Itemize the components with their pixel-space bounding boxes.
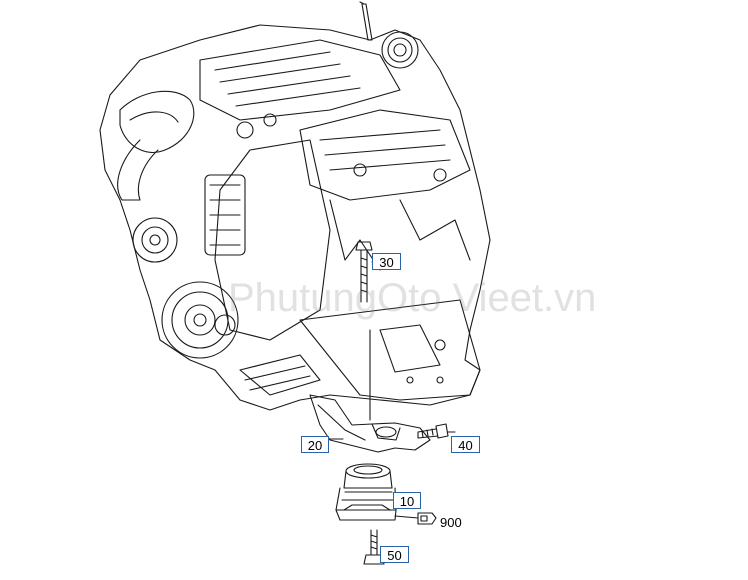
- callout-20[interactable]: 20: [301, 436, 329, 453]
- callout-10[interactable]: 10: [393, 492, 421, 509]
- callout-900[interactable]: 900: [440, 515, 462, 530]
- bracket-20: [309, 394, 431, 453]
- watermark-text: PhutungOto Vieet.vn: [228, 276, 597, 320]
- engine-assembly: [99, 1, 491, 411]
- sensor-900: [417, 512, 437, 525]
- bolt-40: [417, 423, 456, 439]
- callout-30[interactable]: 30: [372, 253, 401, 270]
- bolt-30: [355, 241, 378, 303]
- callout-50[interactable]: 50: [380, 546, 409, 563]
- callout-40[interactable]: 40: [451, 436, 480, 453]
